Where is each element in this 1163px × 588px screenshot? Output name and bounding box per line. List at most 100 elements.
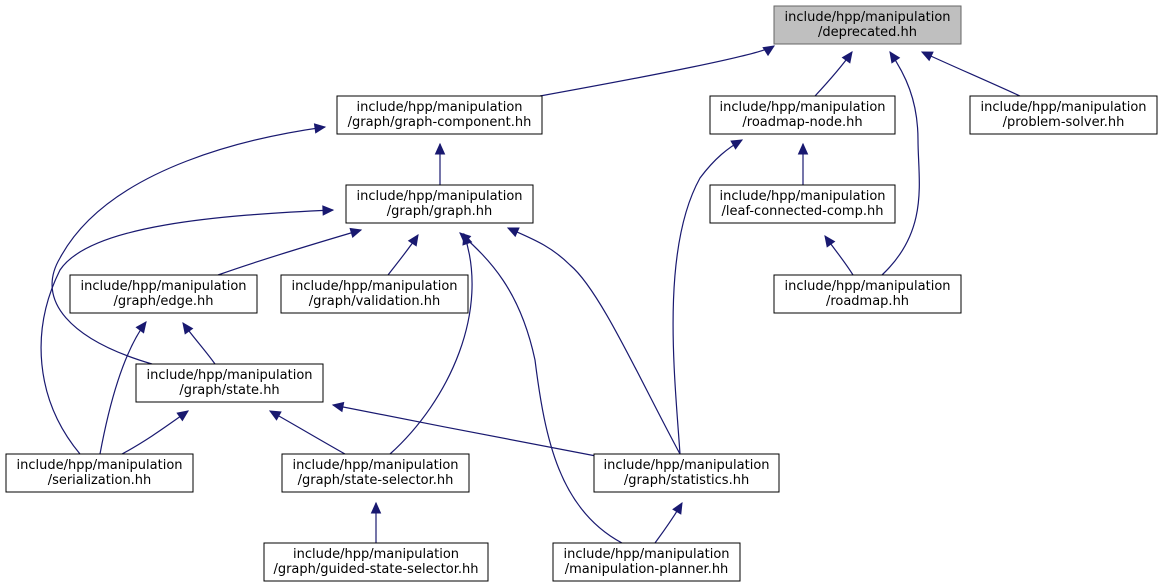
node-path-prefix: include/hpp/manipulation (603, 458, 769, 473)
node-deprecated[interactable]: include/hpp/manipulation/deprecated.hh (773, 5, 962, 45)
edge-state-to-edge (182, 322, 216, 365)
arrow-head-icon (506, 227, 520, 238)
node-box (5, 453, 194, 493)
arrow-head-icon (268, 410, 282, 421)
node-statistics[interactable]: include/hpp/manipulation/graph/statistic… (593, 453, 780, 493)
arrow-head-icon (370, 501, 382, 514)
node-path-prefix: include/hpp/manipulation (563, 547, 729, 562)
node-box (969, 95, 1158, 135)
edge-state-selector-to-state (268, 410, 346, 455)
node-box (773, 274, 962, 314)
node-box (280, 274, 469, 314)
node-graph[interactable]: include/hpp/manipulation/graph/graph.hh (345, 184, 534, 224)
node-path-prefix: include/hpp/manipulation (292, 458, 458, 473)
edge-line (672, 139, 743, 455)
arrow-head-icon (322, 205, 335, 216)
node-file-name: /graph/state-selector.hh (298, 473, 454, 488)
node-problem-solver[interactable]: include/hpp/manipulation/problem-solver.… (969, 95, 1158, 135)
arrow-head-icon (182, 322, 194, 335)
arrow-head-icon (920, 51, 934, 62)
node-edge[interactable]: include/hpp/manipulation/graph/edge.hh (69, 274, 258, 314)
node-file-name: /graph/validation.hh (309, 294, 440, 309)
arrow-head-icon (730, 139, 744, 150)
node-file-name: /roadmap.hh (826, 294, 909, 309)
edge-line (99, 321, 147, 455)
node-guided-state-selector[interactable]: include/hpp/manipulation/graph/guided-st… (263, 542, 489, 582)
edge-leaf-connected-comp-to-roadmap-node (797, 142, 809, 185)
edge-line (921, 51, 1021, 97)
node-path-prefix: include/hpp/manipulation (146, 368, 312, 383)
node-box (552, 542, 741, 582)
edge-roadmap-to-leaf-connected-comp (824, 235, 854, 276)
node-box (281, 453, 470, 493)
node-serialization[interactable]: include/hpp/manipulation/serialization.h… (5, 453, 194, 493)
node-manipulation-planner[interactable]: include/hpp/manipulation/manipulation-pl… (552, 542, 741, 582)
node-graph-component[interactable]: include/hpp/manipulation/graph/graph-com… (336, 95, 543, 135)
edge-line (881, 51, 920, 276)
node-path-prefix: include/hpp/manipulation (784, 279, 950, 294)
arrow-head-icon (331, 401, 345, 413)
node-validation[interactable]: include/hpp/manipulation/graph/validatio… (280, 274, 469, 314)
edge-line (459, 232, 623, 544)
node-box (709, 184, 896, 224)
edges-layer (40, 45, 1021, 544)
edge-state-to-graph-component (51, 123, 327, 365)
node-box (69, 274, 258, 314)
node-path-prefix: include/hpp/manipulation (719, 189, 885, 204)
arrow-head-icon (824, 235, 836, 248)
node-box (345, 184, 534, 224)
arrow-head-icon (889, 50, 901, 64)
node-leaf-connected-comp[interactable]: include/hpp/manipulation/leaf-connected-… (709, 184, 896, 224)
node-file-name: /roadmap-node.hh (742, 115, 862, 130)
edge-manipulation-planner-to-statistics (654, 501, 683, 544)
node-path-prefix: include/hpp/manipulation (719, 100, 885, 115)
node-box (709, 95, 896, 135)
node-file-name: /graph/guided-state-selector.hh (273, 562, 478, 577)
node-path-prefix: include/hpp/manipulation (291, 279, 457, 294)
node-path-prefix: include/hpp/manipulation (80, 279, 246, 294)
node-state-selector[interactable]: include/hpp/manipulation/graph/state-sel… (281, 453, 470, 493)
node-file-name: /graph/graph.hh (387, 204, 492, 219)
node-state[interactable]: include/hpp/manipulation/graph/state.hh (135, 363, 324, 403)
node-path-prefix: include/hpp/manipulation (16, 458, 182, 473)
edge-graph-component-to-deprecated (539, 45, 776, 97)
arrow-head-icon (797, 142, 809, 155)
node-box (773, 5, 962, 45)
node-box (336, 95, 543, 135)
edge-line (332, 404, 597, 457)
arrow-head-icon (762, 45, 776, 57)
node-path-prefix: include/hpp/manipulation (356, 100, 522, 115)
node-path-prefix: include/hpp/manipulation (356, 189, 522, 204)
node-file-name: /graph/graph-component.hh (348, 115, 532, 130)
edge-line (217, 229, 362, 276)
node-roadmap[interactable]: include/hpp/manipulation/roadmap.hh (773, 274, 962, 314)
node-file-name: /graph/state.hh (179, 383, 279, 398)
node-path-prefix: include/hpp/manipulation (784, 10, 950, 25)
edge-statistics-to-graph (506, 227, 681, 455)
edge-statistics-to-state (331, 401, 597, 457)
edge-serialization-to-state (121, 410, 189, 455)
edge-line (40, 209, 334, 455)
arrow-head-icon (176, 410, 189, 422)
edge-line (51, 126, 326, 365)
edge-serialization-to-graph (40, 205, 335, 455)
arrow-head-icon (313, 123, 327, 134)
node-roadmap-node[interactable]: include/hpp/manipulation/roadmap-node.hh (709, 95, 896, 135)
node-box (263, 542, 489, 582)
node-file-name: /graph/edge.hh (114, 294, 214, 309)
node-path-prefix: include/hpp/manipulation (293, 547, 459, 562)
arrow-head-icon (349, 227, 363, 239)
edge-roadmap-node-to-deprecated (814, 51, 853, 97)
edge-state-selector-to-graph (389, 232, 473, 455)
edge-statistics-to-roadmap-node (672, 139, 744, 455)
arrow-head-icon (434, 142, 446, 155)
arrow-head-icon (407, 233, 419, 247)
edge-line (507, 227, 681, 455)
arrow-head-icon (841, 51, 853, 64)
node-file-name: /serialization.hh (48, 473, 152, 488)
node-box (135, 363, 324, 403)
node-path-prefix: include/hpp/manipulation (980, 100, 1146, 115)
edge-manipulation-planner-to-graph (459, 232, 623, 544)
arrow-head-icon (135, 321, 147, 334)
